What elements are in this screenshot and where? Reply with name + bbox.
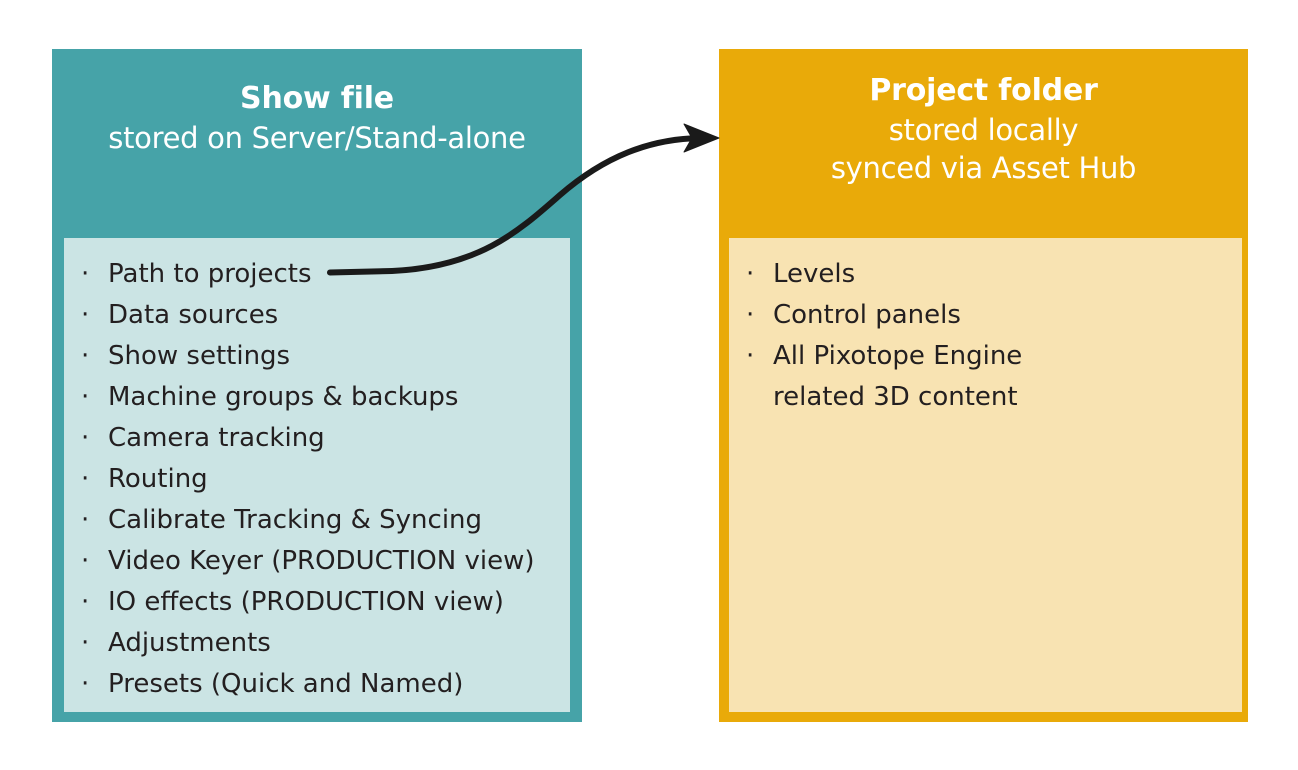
bullet-icon: · [81, 423, 90, 453]
project-folder-header: Project folder stored locally synced via… [719, 49, 1248, 187]
list-item-label: All Pixotope Engine related 3D content [773, 341, 1023, 412]
list-item-label: Video Keyer (PRODUCTION view) [108, 546, 535, 576]
project-folder-subtitle-line1: stored locally [888, 113, 1079, 147]
list-item: · Routing [78, 459, 556, 500]
show-file-body: · Path to projects · Data sources · Show se… [64, 238, 570, 712]
bullet-icon: · [81, 259, 90, 289]
list-item-label: Routing [108, 464, 208, 494]
bullet-icon: · [81, 587, 90, 617]
show-file-header: Show file stored on Server/Stand-alone [52, 49, 582, 157]
list-item-label: Machine groups & backups [108, 382, 459, 412]
bullet-icon: · [81, 341, 90, 371]
list-item: · All Pixotope Engine related 3D content [743, 336, 1228, 418]
bullet-icon: · [746, 300, 755, 330]
bullet-icon: · [81, 464, 90, 494]
list-item-label: Presets (Quick and Named) [108, 669, 464, 699]
bullet-icon: · [81, 505, 90, 535]
list-item: · Presets (Quick and Named) [78, 664, 556, 705]
show-file-panel: Show file stored on Server/Stand-alone ·… [52, 49, 582, 722]
list-item-label: Camera tracking [108, 423, 325, 453]
bullet-icon: · [746, 341, 755, 371]
list-item-label: Control panels [773, 300, 961, 330]
list-item: · Adjustments [78, 623, 556, 664]
list-item: · Path to projects [78, 254, 556, 295]
bullet-icon: · [81, 300, 90, 330]
project-folder-panel: Project folder stored locally synced via… [719, 49, 1248, 722]
bullet-icon: · [746, 259, 755, 289]
list-item-label: Adjustments [108, 628, 271, 658]
bullet-icon: · [81, 382, 90, 412]
list-item-label: Show settings [108, 341, 291, 371]
bullet-icon: · [81, 546, 90, 576]
list-item-label: Data sources [108, 300, 279, 330]
list-item: · Calibrate Tracking & Syncing [78, 500, 556, 541]
list-item: · Data sources [78, 295, 556, 336]
project-folder-body: · Levels · Control panels · All Pixotope En… [729, 238, 1242, 712]
show-file-subtitle: stored on Server/Stand-alone [108, 121, 526, 155]
list-item-label: Path to projects [108, 259, 312, 289]
list-item: · Control panels [743, 295, 1228, 336]
bullet-icon: · [81, 669, 90, 699]
list-item-label: Levels [773, 259, 856, 289]
show-file-item-list: · Path to projects · Data sources · Show se… [78, 254, 556, 705]
show-file-title: Show file [240, 81, 394, 116]
list-item: · IO effects (PRODUCTION view) [78, 582, 556, 623]
list-item: · Levels [743, 254, 1228, 295]
bullet-icon: · [81, 628, 90, 658]
list-item: · Camera tracking [78, 418, 556, 459]
project-folder-item-list: · Levels · Control panels · All Pixotope En… [743, 254, 1228, 418]
project-folder-subtitle-line2: synced via Asset Hub [830, 151, 1137, 185]
list-item: · Machine groups & backups [78, 377, 556, 418]
list-item-label: IO effects (PRODUCTION view) [108, 587, 504, 617]
project-folder-title: Project folder [869, 73, 1098, 108]
arrowhead-icon [683, 123, 720, 153]
list-item-label: Calibrate Tracking & Syncing [108, 505, 483, 535]
list-item: · Show settings [78, 336, 556, 377]
list-item: · Video Keyer (PRODUCTION view) [78, 541, 556, 582]
